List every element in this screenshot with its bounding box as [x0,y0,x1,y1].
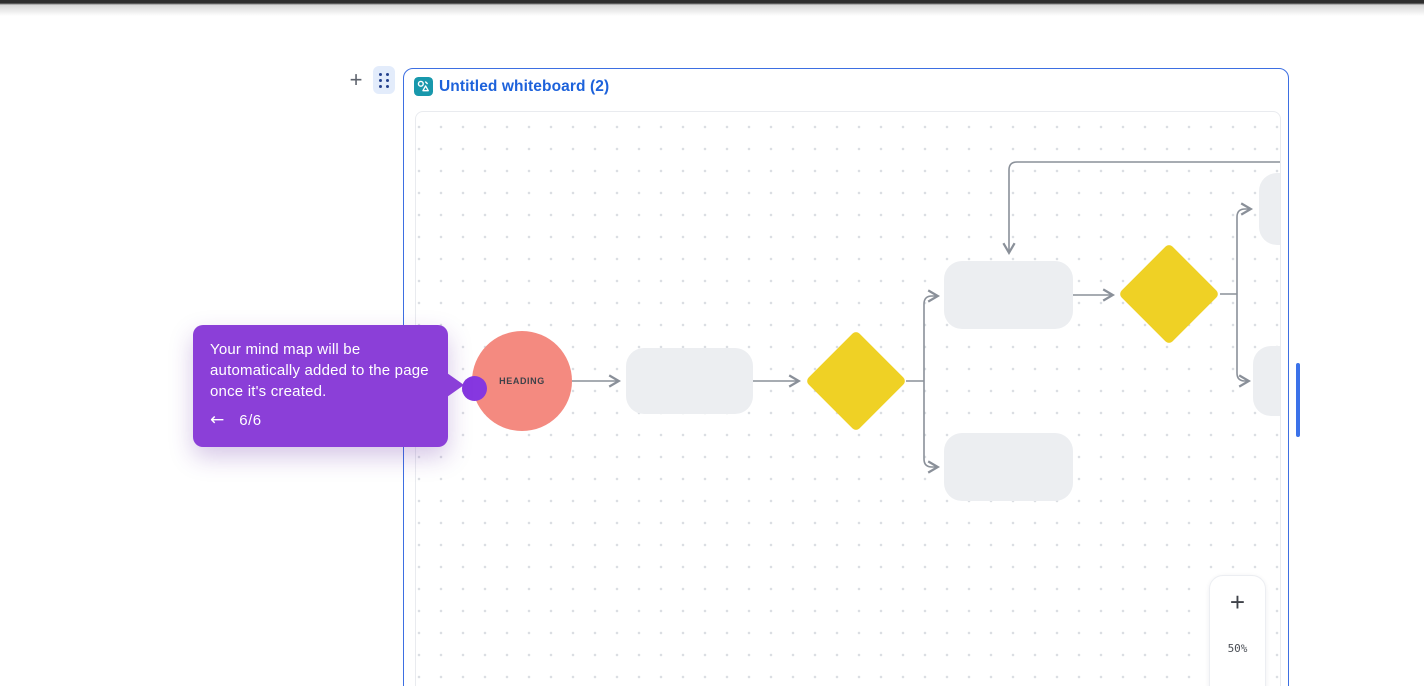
node-rect-4-clipped[interactable] [1259,173,1280,245]
drag-handle-icon[interactable] [373,66,395,94]
tooltip-back-arrow-icon[interactable]: ← [210,410,225,430]
block-controls: + [344,66,395,94]
whiteboard-canvas[interactable]: HEADING + 50% [415,111,1281,686]
tooltip-message: Your mind map will be automatically adde… [210,341,429,400]
whiteboard-embed: Untitled whiteboard (2) [403,68,1289,686]
node-rect-3[interactable] [944,433,1073,501]
heading-node-label: HEADING [499,376,545,386]
add-block-button[interactable]: + [344,67,368,93]
zoom-level-indicator[interactable]: 50% [1227,642,1248,655]
node-rect-2[interactable] [944,261,1073,329]
whiteboard-header: Untitled whiteboard (2) [414,77,609,96]
tooltip-pointer [447,373,464,397]
tooltip-step-counter: 6/6 [239,411,262,429]
connector-diamond2-to-rect4 [1236,202,1254,294]
whiteboard-shapes-icon [414,77,433,96]
tour-anchor-dot [462,376,487,401]
window-top-edge [0,0,1424,16]
connector-top-feed-to-rect2 [1002,161,1280,256]
node-heading-circle[interactable]: HEADING [472,331,572,431]
node-rect-5-clipped[interactable] [1253,346,1280,416]
connector-diamond1-to-rect3 [923,381,941,474]
whiteboard-title[interactable]: Untitled whiteboard (2) [439,77,610,95]
onboarding-tooltip: Your mind map will be automatically adde… [193,325,464,447]
tooltip-footer: ← 6/6 [210,411,431,429]
zoom-controls-panel: + 50% [1209,575,1266,686]
node-rect-1[interactable] [626,348,753,414]
flowchart-connectors [572,161,1280,474]
zoom-in-button[interactable]: + [1229,587,1246,617]
connector-diamond2-to-rect5 [1236,294,1252,388]
connector-diamond1-to-rect2 [923,289,941,381]
scrollbar-thumb[interactable] [1296,363,1300,437]
